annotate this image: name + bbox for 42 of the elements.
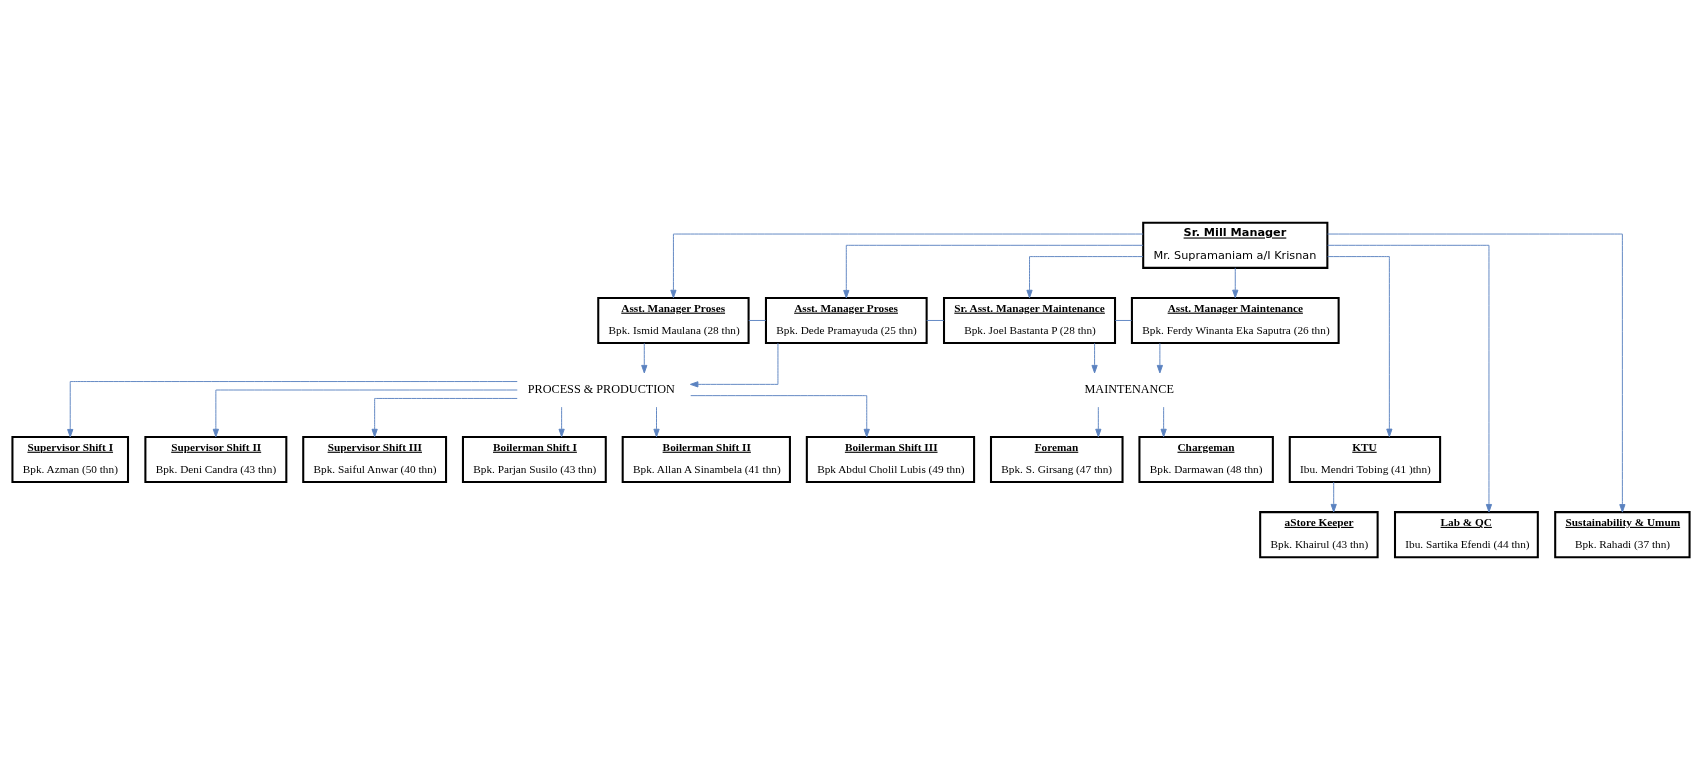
node-box: Asst. Manager Proses Bpk. Ismid Maulana (28 thn) <box>597 296 750 344</box>
node-box: aStore Keeper Bpk. Khairul (43 thn) <box>1259 510 1379 558</box>
node-box: Boilerman Shift II Bpk. Allan A Sinambela (41 thn) <box>621 435 791 483</box>
arrow <box>689 342 779 387</box>
node-box: KTU Ibu. Mendri Tobing (41 )thn) <box>1288 435 1442 483</box>
node-box: Asst. Manager Proses Bpk. Dede Pramayuda (25 thn) <box>764 296 928 344</box>
arrow <box>1095 406 1102 437</box>
node-box: Lab & QC Ibu. Sartika Efendi (44 thn) <box>1393 510 1539 558</box>
arrow <box>1330 481 1337 512</box>
node-box: Sr. Asst. Manager Maintenance Bpk. Joel Bastanta P (28 thn) <box>943 296 1117 344</box>
connector <box>748 319 767 321</box>
arrow <box>1026 255 1144 298</box>
arrow <box>653 406 660 437</box>
arrow <box>1327 233 1626 513</box>
arrow <box>371 397 518 437</box>
node-box: Supervisor Shift III Bpk. Saiful Anwar (40 thn) <box>302 435 448 483</box>
arrow <box>1327 255 1393 437</box>
node-text: MAINTENANCE <box>1084 381 1174 396</box>
node-box: Sustainability & Umum Bpk. Rahadi (37 thn) <box>1554 510 1691 558</box>
arrow <box>212 389 518 437</box>
arrow <box>670 233 1144 298</box>
arrow <box>558 406 565 437</box>
node-box: Boilerman Shift III Bpk Abdul Cholil Lubis (49 thn) <box>805 435 976 483</box>
connector <box>926 319 945 321</box>
arrow <box>1232 266 1239 298</box>
arrow <box>1160 406 1167 437</box>
arrow <box>1327 244 1493 512</box>
arrow <box>690 394 870 437</box>
connector <box>1114 319 1133 321</box>
arrow <box>1156 342 1163 373</box>
node-box: Foreman Bpk. S. Girsang (47 thn) <box>989 435 1124 483</box>
arrow <box>843 244 1144 298</box>
arrow <box>641 342 648 373</box>
node-box: Sr. Mill Manager Mr. Supramaniam a/I Krisnan <box>1142 221 1329 269</box>
arrow <box>1091 342 1098 373</box>
node-text: PROCESS & PRODUCTION <box>527 381 675 396</box>
node-box: Supervisor Shift I Bpk. Azman (50 thn) <box>11 435 130 483</box>
node-box: Supervisor Shift II Bpk. Deni Candra (43 thn) <box>144 435 288 483</box>
node-box: Asst. Manager Maintenance Bpk. Ferdy Winanta Eka Saputra (26 thn) <box>1130 296 1340 344</box>
arrow <box>67 380 518 437</box>
node-box: Boilerman Shift I Bpk. Parjan Susilo (43 thn) <box>461 435 607 483</box>
node-box: Chargeman Bpk. Darmawan (48 thn) <box>1138 435 1274 483</box>
